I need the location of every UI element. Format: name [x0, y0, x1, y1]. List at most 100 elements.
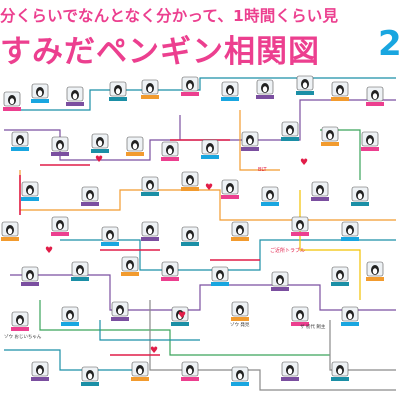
penguin-node: [21, 181, 39, 201]
name-plate: [141, 237, 159, 241]
relation-line: [149, 300, 396, 391]
penguin-node: [11, 131, 29, 151]
penguin-belly: [337, 88, 343, 95]
penguin-node: [51, 216, 69, 236]
heart-icon: ♥: [150, 346, 158, 356]
relationship-diagram: ♥♥♥♥♥♥ BLT ご近所トラブル ゾウ おじいちゃん ゾウ 発見 ザ 初代 …: [1, 75, 396, 391]
penguin-belly: [287, 128, 293, 135]
name-plate: [311, 197, 329, 201]
penguin-node: [281, 361, 299, 381]
penguin-node: [361, 131, 379, 151]
penguin-belly: [337, 368, 343, 375]
penguin-belly: [287, 368, 293, 375]
penguin-node: [31, 361, 49, 381]
penguin-node: [366, 261, 384, 281]
name-plate: [141, 95, 159, 99]
penguin-node: [61, 306, 79, 326]
name-plate: [91, 149, 109, 153]
penguin-node: [109, 81, 127, 101]
title-number: 2: [378, 24, 400, 64]
heart-icon: ♥: [95, 155, 103, 165]
penguin-node: [181, 226, 199, 246]
name-plate: [331, 377, 349, 381]
penguin-node: [281, 121, 299, 141]
penguin-belly: [177, 313, 183, 320]
name-plate: [201, 155, 219, 159]
penguin-belly: [57, 223, 63, 230]
penguin-node: [231, 221, 249, 241]
penguin-node: [71, 261, 89, 281]
penguin-node: [261, 186, 279, 206]
name-plate: [341, 322, 359, 326]
penguin-node: [201, 139, 219, 159]
name-plate: [121, 272, 139, 276]
penguin-belly: [147, 86, 153, 93]
penguin-belly: [187, 368, 193, 375]
name-plate: [211, 282, 229, 286]
penguin-node: [291, 216, 309, 236]
penguin-node: [341, 306, 359, 326]
penguin-node: [171, 306, 189, 326]
penguin-node: [271, 271, 289, 291]
name-plate: [51, 232, 69, 236]
relation-line: [329, 320, 396, 371]
penguin-belly: [17, 318, 23, 325]
penguin-node: [321, 126, 339, 146]
penguin-belly: [337, 273, 343, 280]
penguin-node: [311, 181, 329, 201]
penguin-belly: [327, 133, 333, 140]
name-plate: [51, 152, 69, 156]
name-plate: [3, 107, 21, 111]
name-plate: [281, 377, 299, 381]
name-plate: [321, 142, 339, 146]
penguin-node: [101, 226, 119, 246]
name-plate: [361, 147, 379, 151]
penguin-belly: [237, 308, 243, 315]
relation-line: [99, 320, 200, 341]
penguin-node: [131, 361, 149, 381]
heart-icon: ♥: [45, 246, 53, 256]
penguin-belly: [147, 183, 153, 190]
relation-line: [10, 274, 396, 311]
penguin-belly: [237, 373, 243, 380]
relation-line: [299, 190, 361, 300]
name-plate: [81, 202, 99, 206]
penguin-node: [121, 256, 139, 276]
penguin-belly: [87, 193, 93, 200]
penguin-belly: [227, 186, 233, 193]
name-plate: [271, 287, 289, 291]
penguin-belly: [372, 268, 378, 275]
name-plate: [81, 382, 99, 386]
penguin-belly: [237, 228, 243, 235]
penguin-node: [211, 266, 229, 286]
name-plate: [291, 322, 309, 326]
penguin-belly: [77, 268, 83, 275]
penguin-belly: [117, 308, 123, 315]
penguin-node: [141, 79, 159, 99]
penguin-node: [141, 221, 159, 241]
penguin-node: [181, 361, 199, 381]
heart-icon: ♥: [205, 183, 213, 193]
penguin-node: [341, 221, 359, 241]
penguin-belly: [372, 93, 378, 100]
penguin-node: [161, 141, 179, 161]
name-plate: [351, 202, 369, 206]
penguin-belly: [7, 228, 13, 235]
penguin-node: [126, 136, 144, 156]
penguin-belly: [357, 193, 363, 200]
name-plate: [261, 202, 279, 206]
penguin-belly: [17, 138, 23, 145]
penguin-node: [221, 179, 239, 199]
penguin-node: [11, 311, 29, 331]
penguin-node: [231, 366, 249, 386]
blt-label: BLT: [258, 167, 268, 173]
penguin-belly: [167, 268, 173, 275]
name-plate: [109, 97, 127, 101]
penguin-node: [351, 186, 369, 206]
penguin-belly: [277, 278, 283, 285]
penguin-belly: [132, 143, 138, 150]
name-plate: [231, 382, 249, 386]
penguin-belly: [217, 273, 223, 280]
penguin-node: [91, 133, 109, 153]
name-plate: [366, 102, 384, 106]
